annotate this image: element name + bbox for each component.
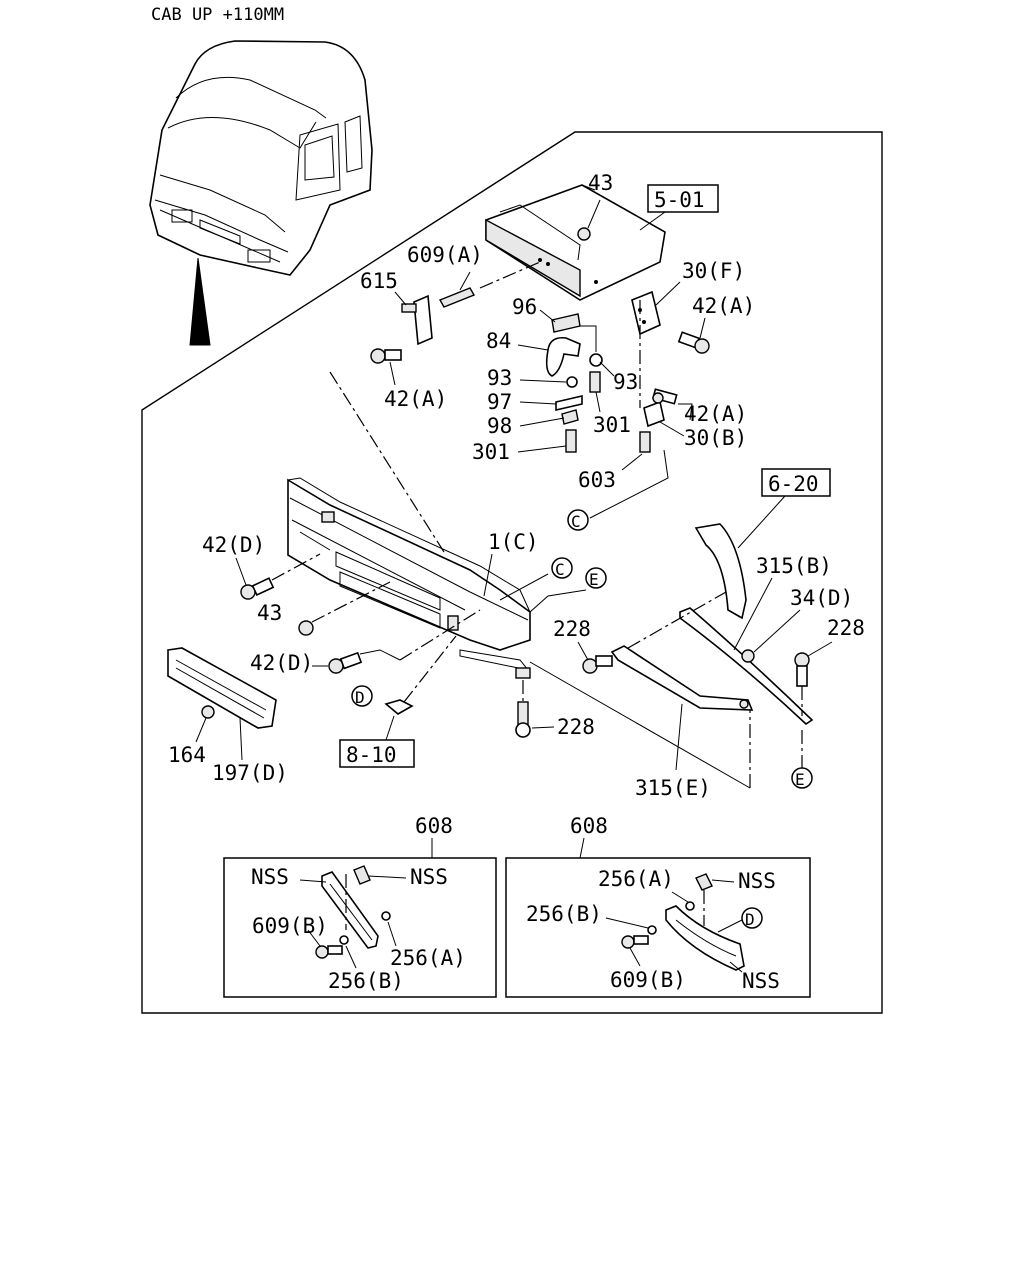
label-164: 164: [168, 743, 206, 767]
label-42D-1: 42(D): [202, 533, 265, 557]
front-bumper: [287, 477, 531, 679]
bracket-30B: [639, 300, 693, 453]
label-42A-2: 42(A): [692, 294, 755, 318]
ref-5-01: 5-01: [654, 188, 705, 212]
ref-box-8-10: [339, 739, 415, 768]
label-228-c: 228: [827, 616, 865, 640]
circle-D-inset: [741, 907, 763, 929]
label-42A-3: 42(A): [684, 402, 747, 426]
label-315E: 315(E): [635, 776, 711, 800]
bolt-228-right: [794, 652, 810, 687]
inset-608-right: [505, 857, 811, 998]
inset-right-256B: 256(B): [526, 902, 602, 926]
label-615: 615: [360, 269, 398, 293]
circle-C-upper: [567, 509, 589, 531]
inset-right-bracket: [621, 873, 745, 971]
label-84: 84: [486, 329, 511, 353]
label-603: 603: [578, 468, 616, 492]
circle-C-bumper: [551, 557, 573, 579]
bolt-42D-lower: [328, 649, 401, 674]
circle-C-upper-label: C: [571, 512, 581, 531]
diagram-title: CAB UP +110MM: [151, 5, 284, 25]
stay-315E: [610, 645, 754, 711]
inset-left-bracket: [315, 865, 391, 959]
inset-right-header: 608: [570, 814, 608, 838]
label-228-a: 228: [557, 715, 595, 739]
leader-5-01: [639, 211, 666, 231]
bolt-42D-upper: [240, 577, 275, 600]
label-97: 97: [487, 390, 512, 414]
cab-illustration: [149, 40, 373, 346]
label-228-b: 228: [553, 617, 591, 641]
bracket-plate-615: [401, 294, 433, 346]
inset-right-609B: 609(B): [610, 968, 686, 992]
stay-315B: [679, 523, 814, 726]
circle-C-bumper-label: C: [555, 560, 565, 579]
clip-part: [384, 699, 414, 715]
label-98: 98: [487, 414, 512, 438]
label-301-a: 301: [593, 413, 631, 437]
label-93-a: 93: [487, 366, 512, 390]
ref-box-6-20: [761, 468, 831, 497]
label-43-top: 43: [588, 171, 613, 195]
label-315B: 315(B): [756, 554, 832, 578]
label-96: 96: [512, 295, 537, 319]
inset-left-609B: 609(B): [252, 914, 328, 938]
label-197D: 197(D): [212, 761, 288, 785]
label-42D-2: 42(D): [250, 651, 313, 675]
inset-right-256A: 256(A): [598, 867, 674, 891]
stud-609A: [438, 261, 541, 308]
circle-D-left: [351, 685, 373, 707]
label-301-b: 301: [472, 440, 510, 464]
inset-left-256B: 256(B): [328, 969, 404, 993]
inset-left-header: 608: [415, 814, 453, 838]
circle-D-inset-label: D: [745, 910, 755, 929]
bolt-42A-right: [677, 331, 710, 354]
circle-E-right-label: E: [795, 770, 805, 789]
ref-box-5-01: [647, 184, 719, 213]
label-42A-1: 42(A): [384, 387, 447, 411]
inset-left-256A: 256(A): [390, 946, 466, 970]
hook-assembly: [545, 313, 603, 453]
label-93-b: 93: [613, 370, 638, 394]
nut-43-top: [577, 199, 601, 241]
inset-left-nss-b: NSS: [410, 865, 448, 889]
inset-right-nss-a: NSS: [738, 869, 776, 893]
bracket-30F: [631, 290, 661, 336]
label-43-mid: 43: [257, 601, 282, 625]
inset-left-nss-a: NSS: [251, 865, 289, 889]
label-1C: 1(C): [488, 530, 539, 554]
frame-rail: [485, 184, 666, 301]
circle-E-bumper: [585, 567, 607, 589]
ref-8-10: 8-10: [346, 743, 397, 767]
label-30B: 30(B): [684, 426, 747, 450]
main-frame: [141, 131, 883, 1014]
grille-plate-197D: [167, 647, 277, 729]
bolt-42A-left: [370, 348, 402, 364]
inset-right-nss-b: NSS: [742, 969, 780, 993]
label-30F: 30(F): [682, 259, 745, 283]
circle-D-left-label: D: [355, 688, 365, 707]
nut-43-mid: [298, 581, 391, 636]
circle-E-bumper-label: E: [589, 570, 599, 589]
label-609A: 609(A): [407, 243, 483, 267]
label-34D: 34(D): [790, 586, 853, 610]
bolt-228-lower: [515, 701, 531, 738]
ref-6-20: 6-20: [768, 472, 819, 496]
bolt-228-mid: [582, 655, 613, 674]
